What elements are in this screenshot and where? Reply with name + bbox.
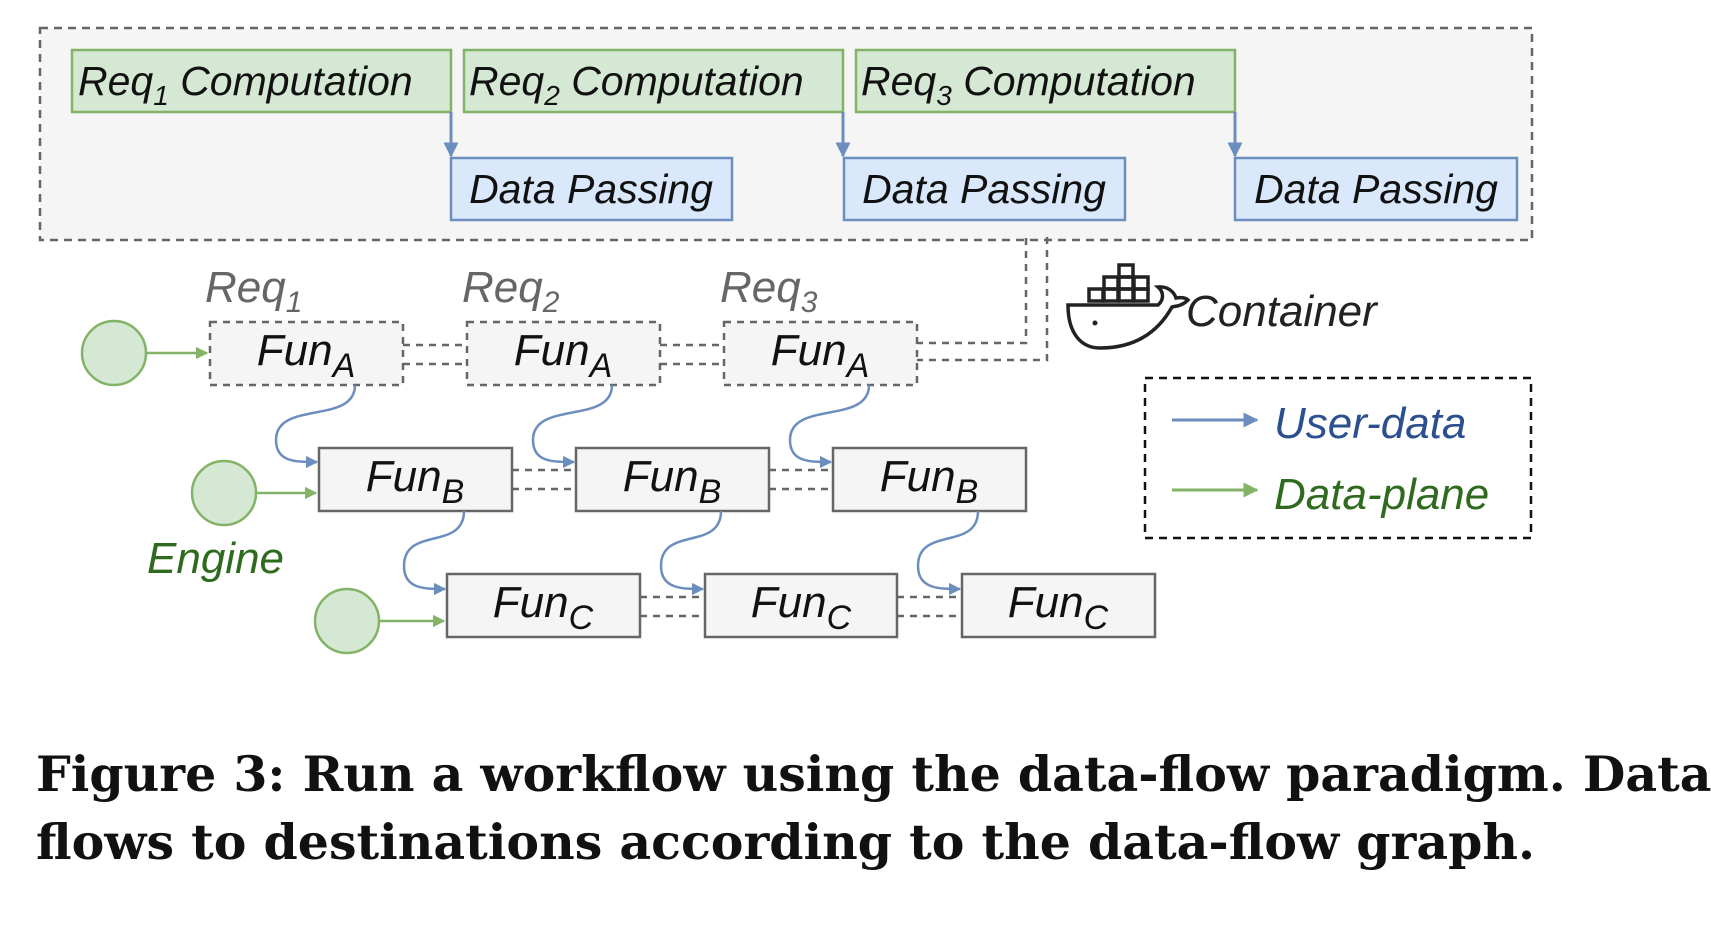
engine-node-3 — [313, 587, 446, 655]
fun-c-box-2: FunC — [703, 572, 899, 639]
legend-box — [1143, 376, 1533, 540]
fun-a-dashed-links — [403, 343, 724, 366]
svg-text:FunA: FunA — [514, 326, 613, 385]
fun-a-box-1: FunA — [208, 320, 405, 387]
data-passing-box-3: Data Passing — [1233, 156, 1519, 222]
container-icon — [1066, 263, 1191, 350]
caption-line-2: flows to destinations according to the d… — [36, 813, 1536, 871]
svg-text:Data Passing: Data Passing — [469, 166, 713, 212]
engine-label: Engine — [147, 534, 284, 583]
engine-node-2 — [190, 459, 318, 527]
data-passing-box-2: Data Passing — [842, 156, 1127, 222]
engine-node-1 — [80, 319, 209, 387]
fun-b-box-2: FunB — [574, 446, 771, 513]
fun-b-dashed-links — [512, 468, 833, 491]
container-connector — [916, 232, 1049, 362]
svg-text:FunB: FunB — [880, 452, 979, 511]
svg-text:Data Passing: Data Passing — [1254, 166, 1498, 212]
data-passing-box-1: Data Passing — [449, 156, 734, 222]
computation-box-3: Req3 Computation — [854, 48, 1237, 114]
user-data-arrows — [274, 384, 980, 596]
caption-line-1: Figure 3: Run a workflow using the data-… — [36, 745, 1711, 803]
svg-text:FunB: FunB — [366, 452, 465, 511]
fun-a-box-3: FunA — [722, 320, 919, 387]
request-label-3: Req3 — [720, 263, 818, 319]
computation-box-1: Req1 Computation — [70, 48, 453, 114]
container-label: Container — [1186, 287, 1379, 336]
svg-text:Req2 Computation: Req2 Computation — [469, 58, 804, 111]
svg-text:Req1 Computation: Req1 Computation — [78, 58, 413, 111]
legend: User-data Data-plane — [1143, 376, 1533, 540]
svg-text:FunC: FunC — [751, 578, 852, 637]
fun-c-box-1: FunC — [445, 572, 642, 639]
workflow-diagram: Req1 Computation Req2 Computation Req3 C… — [38, 26, 1534, 655]
svg-text:FunC: FunC — [1008, 578, 1109, 637]
svg-text:FunC: FunC — [493, 578, 594, 637]
legend-data-plane-label: Data-plane — [1274, 470, 1489, 519]
fun-b-box-3: FunB — [831, 446, 1028, 513]
fun-c-dashed-links — [640, 595, 962, 618]
request-label-1: Req1 — [205, 263, 302, 319]
fun-a-box-2: FunA — [465, 320, 662, 387]
request-label-2: Req2 — [462, 263, 560, 319]
figure-caption: Figure 3: Run a workflow using the data-… — [36, 740, 1711, 876]
svg-text:FunA: FunA — [771, 326, 870, 385]
legend-user-data-label: User-data — [1274, 399, 1466, 448]
svg-text:Req3 Computation: Req3 Computation — [861, 58, 1196, 111]
fun-b-box-1: FunB — [317, 446, 514, 513]
computation-box-2: Req2 Computation — [462, 48, 845, 114]
svg-text:Data Passing: Data Passing — [862, 166, 1106, 212]
svg-text:FunB: FunB — [623, 452, 722, 511]
svg-text:FunA: FunA — [257, 326, 356, 385]
fun-c-box-3: FunC — [960, 572, 1157, 639]
